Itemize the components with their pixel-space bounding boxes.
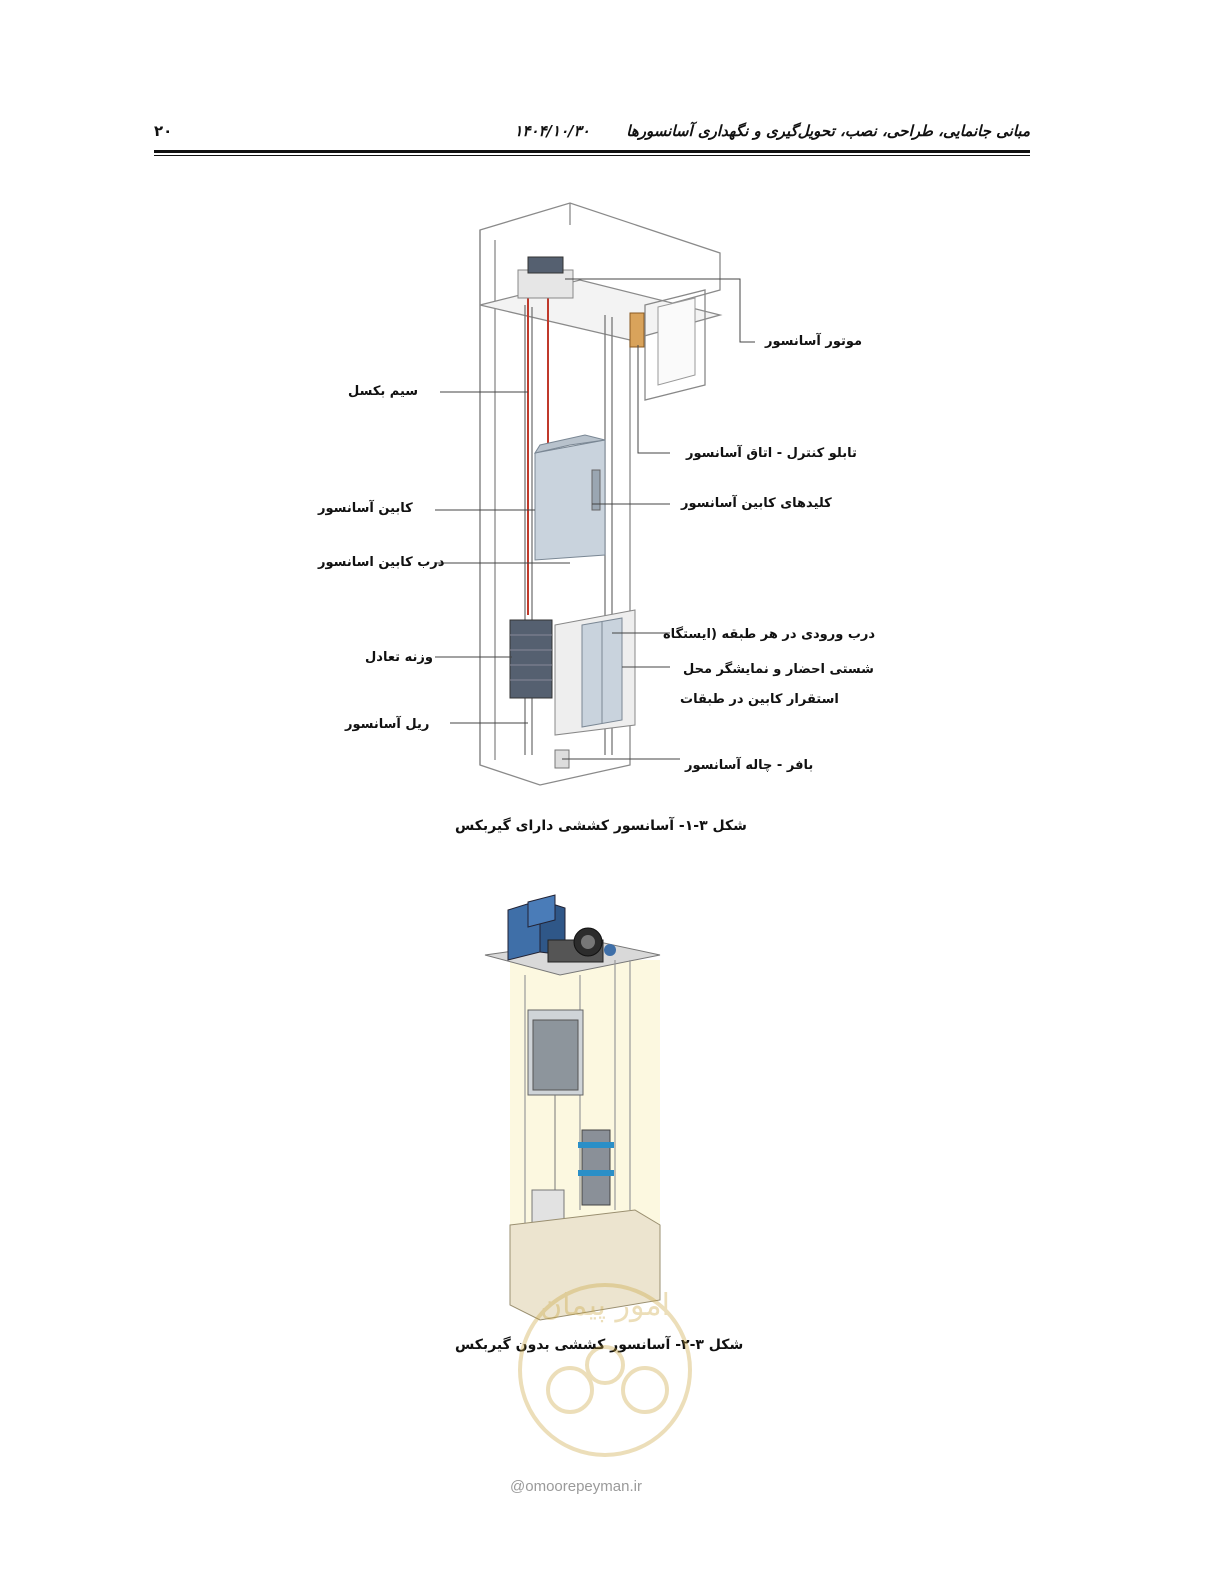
label-cabin-door: درب کابین اسانسور bbox=[318, 555, 445, 570]
control-cabinet-icon bbox=[507, 894, 566, 961]
watermark-site-text: omoorepeyman.ir bbox=[525, 1478, 642, 1495]
control-panel-icon bbox=[629, 312, 645, 348]
page-header: ۲۰ مبانی جانمایی، طراحی، نصب، تحویل‌گیری… bbox=[154, 118, 1030, 146]
geared-elevator-diagram bbox=[435, 202, 755, 786]
gearless-counterweight-icon bbox=[578, 1129, 614, 1206]
cabin-icon bbox=[533, 434, 606, 561]
motor-icon bbox=[517, 256, 574, 299]
page-number: ۲۰ bbox=[154, 122, 173, 140]
label-control-panel: تابلو کنترل - اتاق آسانسور bbox=[686, 446, 857, 461]
gearless-motor-icon bbox=[547, 927, 616, 963]
figure1-caption: شکل ۳-۱- آسانسور کششی دارای گیربکس bbox=[455, 818, 747, 834]
watermark-logo-text: امور پیمان bbox=[540, 1288, 670, 1323]
label-landing-door: درب ورودی در هر طبقه (ایستگاه bbox=[663, 627, 876, 642]
gearless-cabin-icon bbox=[527, 1009, 584, 1210]
running-title-text: مبانی جانمایی، طراحی، نصب، تحویل‌گیری و … bbox=[626, 122, 1030, 140]
watermark-logo: امور پیمان bbox=[518, 1283, 692, 1457]
figure2-caption: شکل ۳-۲- آسانسور کششی بدون گیربکس bbox=[455, 1337, 744, 1353]
label-cabin: کابین آسانسور bbox=[318, 501, 413, 516]
header-rule-thick bbox=[154, 150, 1030, 153]
label-cable: سیم بکسل bbox=[348, 384, 419, 399]
counterweight-icon bbox=[509, 619, 553, 699]
header-rule-thin bbox=[154, 155, 1030, 156]
running-title: مبانی جانمایی، طراحی، نصب، تحویل‌گیری و … bbox=[514, 122, 1030, 140]
watermark-site: @omoorepeyman.ir bbox=[510, 1478, 642, 1495]
label-counterweight: وزنه تعادل bbox=[365, 650, 433, 665]
label-rail: ریل آسانسور bbox=[345, 717, 430, 732]
label-call-button-line1: شستی احضار و نمایشگر محل bbox=[683, 662, 874, 677]
label-buffer: بافر - چاله آسانسور bbox=[685, 758, 814, 773]
header-date: ۱۴۰۴/۱۰/۳۰ bbox=[514, 122, 590, 140]
pit-icon bbox=[509, 1209, 661, 1321]
landing-door-icon bbox=[554, 609, 636, 736]
label-motor: موتور آسانسور bbox=[765, 334, 863, 349]
label-call-button-line2: استقرار کابین در طبقات bbox=[680, 692, 839, 707]
label-cabin-buttons: کلیدهای کابین آسانسور bbox=[681, 496, 832, 511]
gearless-elevator-diagram bbox=[484, 894, 661, 1321]
at-icon: @ bbox=[510, 1478, 526, 1495]
